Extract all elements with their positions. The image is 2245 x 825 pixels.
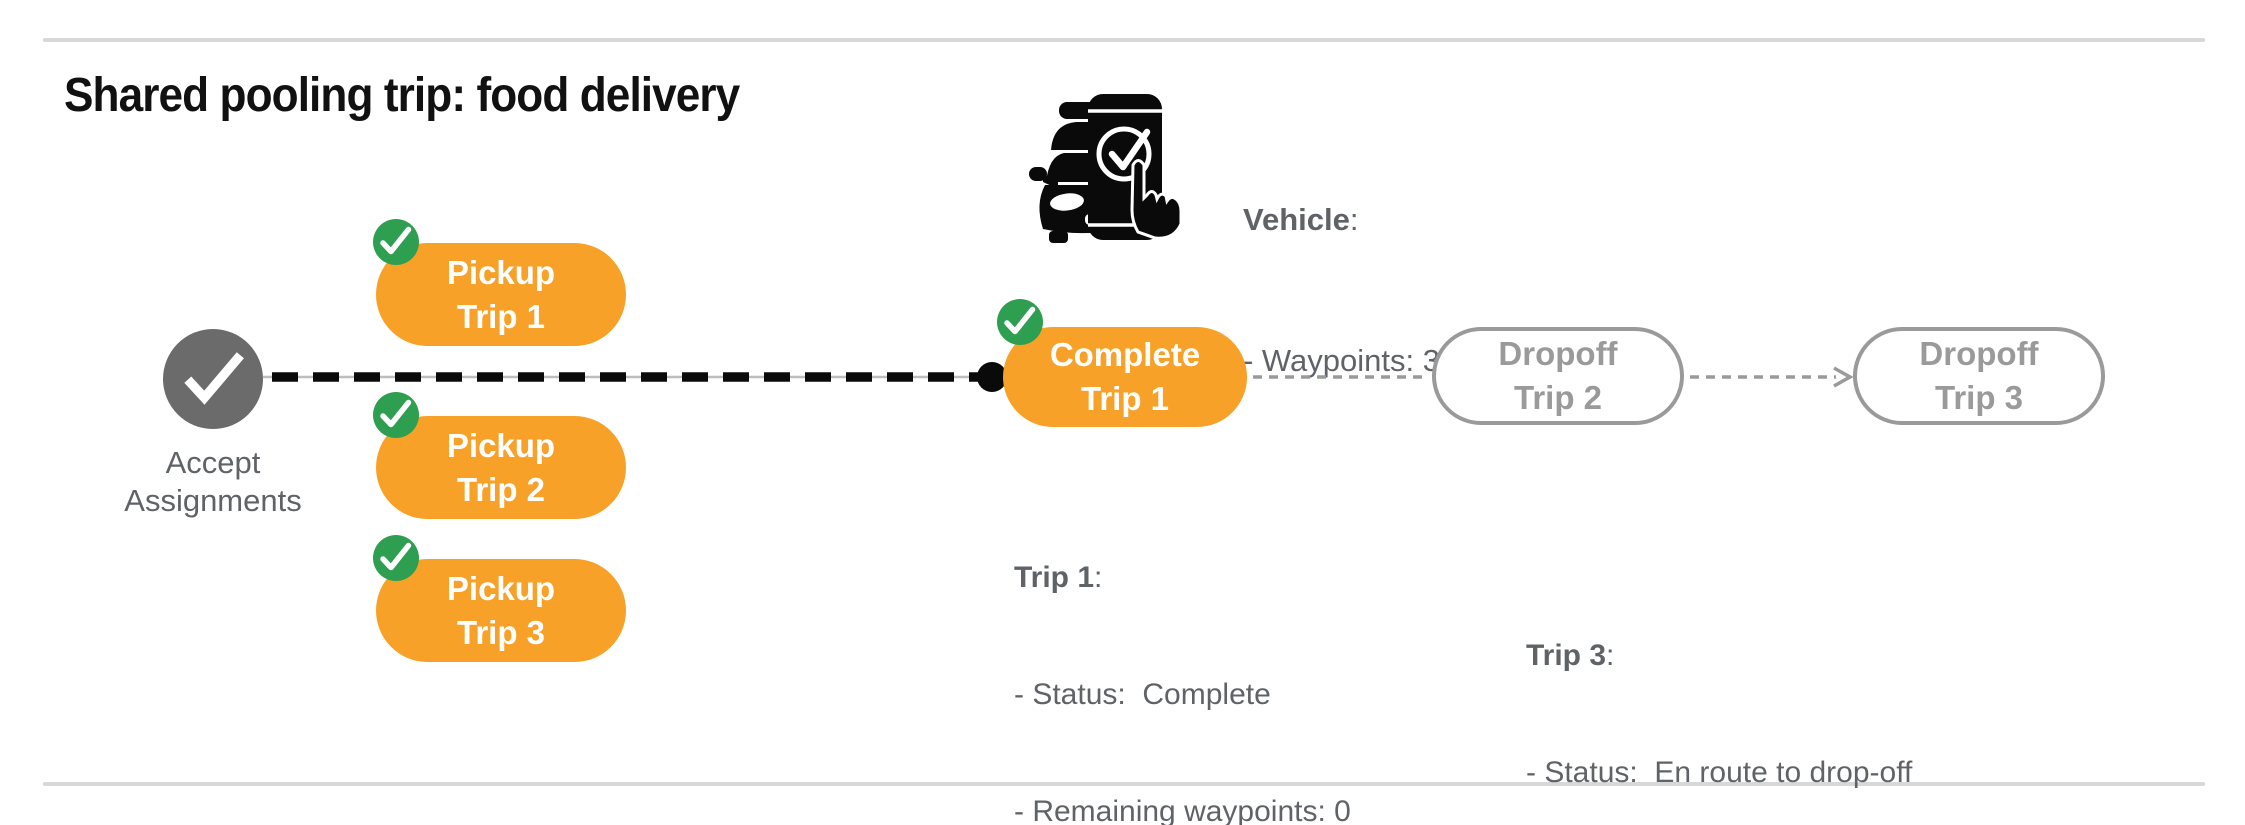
- accept-assignments-label: Accept Assignments: [124, 445, 302, 518]
- completed-check-badge: [997, 299, 1043, 345]
- trip3-status-line: - Status: En route to drop-off: [1526, 756, 1913, 789]
- node-dropoff-trip-3: Dropoff Trip 3: [1853, 327, 2105, 425]
- trip-status-block-left: Trip 1: - Status: Complete - Remaining w…: [1014, 480, 1400, 825]
- accept-assignments-node: [163, 329, 263, 429]
- page-title: Shared pooling trip: food delivery: [64, 69, 740, 122]
- route-upcoming-connector: [1253, 375, 1429, 379]
- check-icon: [380, 399, 412, 428]
- vehicle-phone-check-icon: [1029, 94, 1183, 243]
- top-divider: [43, 38, 2205, 42]
- node-dropoff-trip-2: Dropoff Trip 2: [1432, 327, 1684, 425]
- current-position-dot: [977, 362, 1007, 392]
- check-circle-shape: [1096, 126, 1152, 182]
- trip-status-block-right: Trip 3: - Status: En route to drop-off -…: [1526, 558, 1912, 825]
- hand-shape: [1130, 159, 1183, 240]
- vehicle-info: Vehicle: - Waypoints: 3: [1243, 102, 1440, 478]
- check-icon: [184, 352, 244, 405]
- completed-check-badge: [373, 219, 419, 265]
- bottom-divider: [43, 782, 2205, 786]
- check-icon: [1004, 306, 1036, 335]
- route-upcoming-arrow: [1690, 366, 1854, 388]
- vehicle-waypoints: - Waypoints: 3: [1243, 343, 1440, 378]
- trip1-status-line: - Status: Complete: [1014, 678, 1271, 711]
- node-pickup-trip-3: Pickup Trip 3: [376, 559, 626, 662]
- trip1-waypoints-line: - Remaining waypoints: 0: [1014, 795, 1351, 825]
- trip1-heading: Trip 1:: [1014, 561, 1103, 594]
- completed-check-badge: [373, 535, 419, 581]
- trip3-heading: Trip 3:: [1526, 639, 1615, 672]
- arrowhead-icon: [1833, 366, 1854, 388]
- route-traveled-connector: [263, 372, 979, 382]
- check-icon: [380, 226, 412, 255]
- node-pickup-trip-2: Pickup Trip 2: [376, 416, 626, 519]
- vehicle-label-colon: :: [1349, 202, 1359, 237]
- completed-check-badge: [373, 392, 419, 438]
- vehicle-label: Vehicle: [1243, 202, 1350, 237]
- check-icon: [380, 542, 412, 571]
- node-complete-trip-1: Complete Trip 1: [1003, 327, 1247, 427]
- node-pickup-trip-1: Pickup Trip 1: [376, 243, 626, 346]
